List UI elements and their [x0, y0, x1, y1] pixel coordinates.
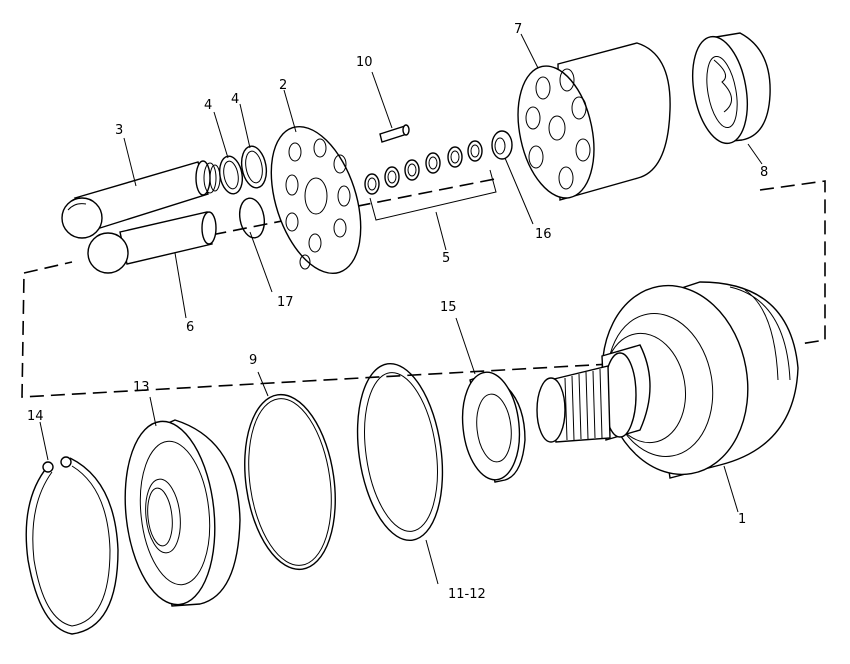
o-ring-part [244, 393, 336, 571]
callout-labels: 1 2 3 4 4 5 6 7 8 9 10 11-12 13 14 15 16… [27, 22, 768, 602]
pin-part [379, 124, 410, 143]
callout-13: 13 [133, 380, 150, 395]
leader-lines [39, 33, 763, 585]
callout-14: 14 [27, 409, 44, 424]
end-cap-part [692, 32, 771, 145]
piston-part [87, 211, 217, 274]
port-plate-part [270, 125, 362, 275]
callout-6: 6 [186, 320, 194, 335]
bearing-ring-part [461, 371, 526, 483]
housing-part [536, 281, 799, 479]
callout-16: 16 [535, 227, 552, 242]
callout-17: 17 [277, 295, 294, 310]
callout-15: 15 [440, 300, 457, 315]
shim-part [356, 362, 444, 542]
callout-7: 7 [514, 22, 522, 37]
small-o-ring-part [238, 197, 266, 239]
callout-4b: 4 [231, 92, 239, 107]
callout-4a: 4 [204, 98, 212, 113]
retainer-part [124, 419, 241, 607]
callout-9: 9 [249, 353, 257, 368]
callout-5: 5 [442, 251, 450, 266]
piston-shoes-part [364, 140, 483, 195]
seal-rings-part [218, 145, 268, 195]
cylinder-block-part [517, 42, 671, 201]
subassembly-dashed-outline [21, 177, 826, 398]
shaft-part [61, 160, 221, 239]
callout-3: 3 [115, 123, 123, 138]
callout-8: 8 [760, 165, 768, 180]
callout-2: 2 [279, 78, 287, 93]
callout-11-12: 11-12 [448, 587, 486, 602]
snap-ring-part [25, 456, 119, 635]
callout-1: 1 [738, 512, 746, 527]
callout-10: 10 [356, 55, 373, 70]
washer-part [491, 130, 513, 160]
